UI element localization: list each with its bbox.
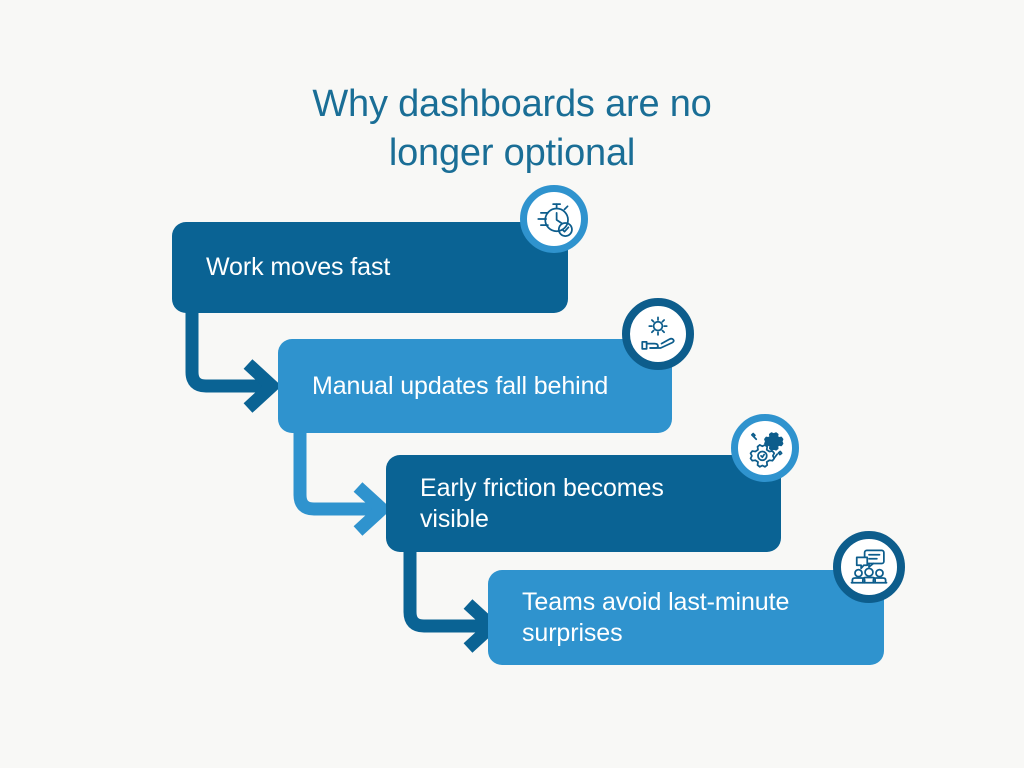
step-box-3[interactable]: Early friction becomes visible	[386, 455, 781, 552]
step-label-2: Manual updates fall behind	[312, 371, 609, 400]
step-label-3: Early friction becomes visible	[420, 473, 664, 533]
hand-holding-gear-icon	[622, 298, 694, 370]
connector-1-to-2	[185, 300, 282, 413]
gears-tools-glyph	[749, 432, 784, 468]
hand-holding-gear-glyph	[641, 316, 675, 350]
connector-2-to-3	[293, 425, 392, 536]
gears-tools-icon	[731, 414, 799, 482]
team-meeting-chat-icon	[833, 531, 905, 603]
page-title: Why dashboards are no longer optional	[312, 83, 712, 174]
step-box-2[interactable]: Manual updates fall behind	[278, 339, 672, 433]
step-box-4[interactable]: Teams avoid last-minute surprises	[488, 570, 884, 665]
step-label-4: Teams avoid last-minute surprises	[522, 587, 790, 647]
team-meeting-chat-glyph	[850, 549, 888, 584]
stopwatch-check-glyph	[537, 203, 573, 237]
stopwatch-check-icon	[520, 185, 588, 253]
step-box-1[interactable]: Work moves fast	[172, 222, 568, 313]
step-label-1: Work moves fast	[206, 253, 391, 281]
